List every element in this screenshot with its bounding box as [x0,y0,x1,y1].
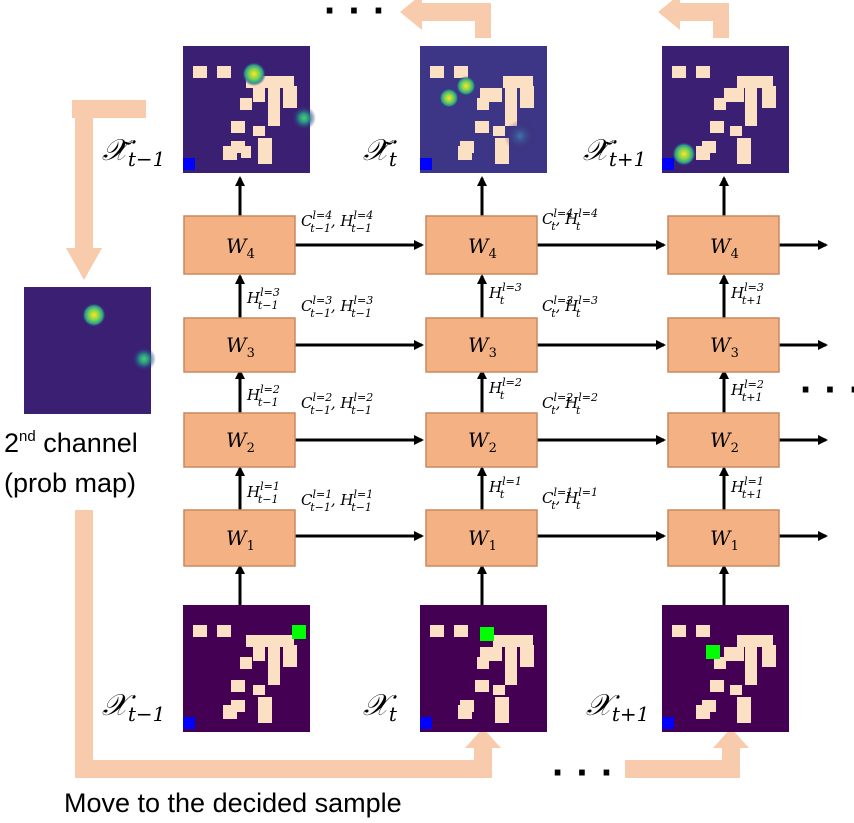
cell-label-w3-prev: W3 [226,333,255,361]
flow-arrows [66,0,749,778]
cell-box-w4-prev [183,215,296,275]
ellipsis-top: · · · [324,0,386,33]
cell-label-w4-cur: W4 [468,234,497,262]
flow-arrow-bottom-head [465,728,501,748]
cell-box-w1-prev [183,509,296,567]
input-label-prev: 𝒳t−1 [102,688,165,726]
cell-label-w3-cur: W3 [468,333,497,361]
output-map-prev [183,46,316,173]
flow-arrow-right-horizontal [625,760,740,778]
prob-map [24,287,156,414]
ellipsis-bottom: · · · [552,751,614,795]
cell-column-prev: W4 W3 W2 W1 [183,215,296,567]
input-label-next: 𝒳t+1 [586,688,649,726]
cell-box-w2-prev [183,412,296,468]
cell-box-w4-cur [425,215,538,275]
flow-arrow-bottom-up [474,745,492,778]
flow-arrow-right-head [713,728,749,748]
input-label-cur: 𝒳t [363,688,398,726]
flow-arrow-left-head [66,248,102,280]
flow-arrow-top-mid-head [400,0,422,30]
cell-box-w3-next [667,317,780,373]
flow-arrow-bottom-vertical [75,510,93,778]
flow-arrow-top-right-horizontal [678,3,729,21]
flow-arrow-bottom-horizontal [75,760,490,778]
input-map-next [662,605,789,732]
cell-label-w1-next: W1 [710,526,739,554]
cell-box-w1-cur [425,509,538,567]
output-map-cur [420,46,547,173]
output-label-prev: 𝒳̃t−1 [102,133,165,171]
cell-box-w1-next [667,509,780,567]
input-map-cur [420,605,547,732]
cell-box-w2-next [667,412,780,468]
cell-label-w2-next: W2 [710,428,739,456]
output-label-next: 𝒳̃t+1 [583,133,646,171]
cell-label-w3-next: W3 [710,333,739,361]
flow-arrow-left-vertical [75,100,93,250]
cell-label-w2-prev: W2 [226,428,255,456]
output-map-next [662,46,789,173]
cell-column-cur: W4 W3 W2 W1 [425,215,538,567]
cell-box-w2-cur [425,412,538,468]
flow-arrow-right-up [722,745,740,778]
side-label-channel: 2nd channel [4,428,138,458]
cell-label-w1-prev: W1 [226,526,255,554]
cell-box-w3-prev [183,317,296,373]
output-label-cur: 𝒳̃t [363,133,398,171]
input-map-prev [183,605,310,732]
flow-arrow-top-right-head [658,0,680,30]
cell-column-next: W4 W3 W2 W1 [667,215,780,567]
cell-label-w4-prev: W4 [226,234,255,262]
connector-arrows [235,176,828,605]
ellipsis-right: · · · [800,368,854,412]
flow-arrow-top-mid-horizontal [420,3,491,21]
bottom-label: Move to the decided sample [64,788,402,818]
cell-label-w1-cur: W1 [468,526,497,554]
side-label-prob-map: (prob map) [4,468,136,498]
cell-box-w4-next [667,215,780,275]
cell-label-w4-next: W4 [710,234,739,262]
cell-label-w2-cur: W2 [468,428,497,456]
cell-box-w3-cur [425,317,538,373]
